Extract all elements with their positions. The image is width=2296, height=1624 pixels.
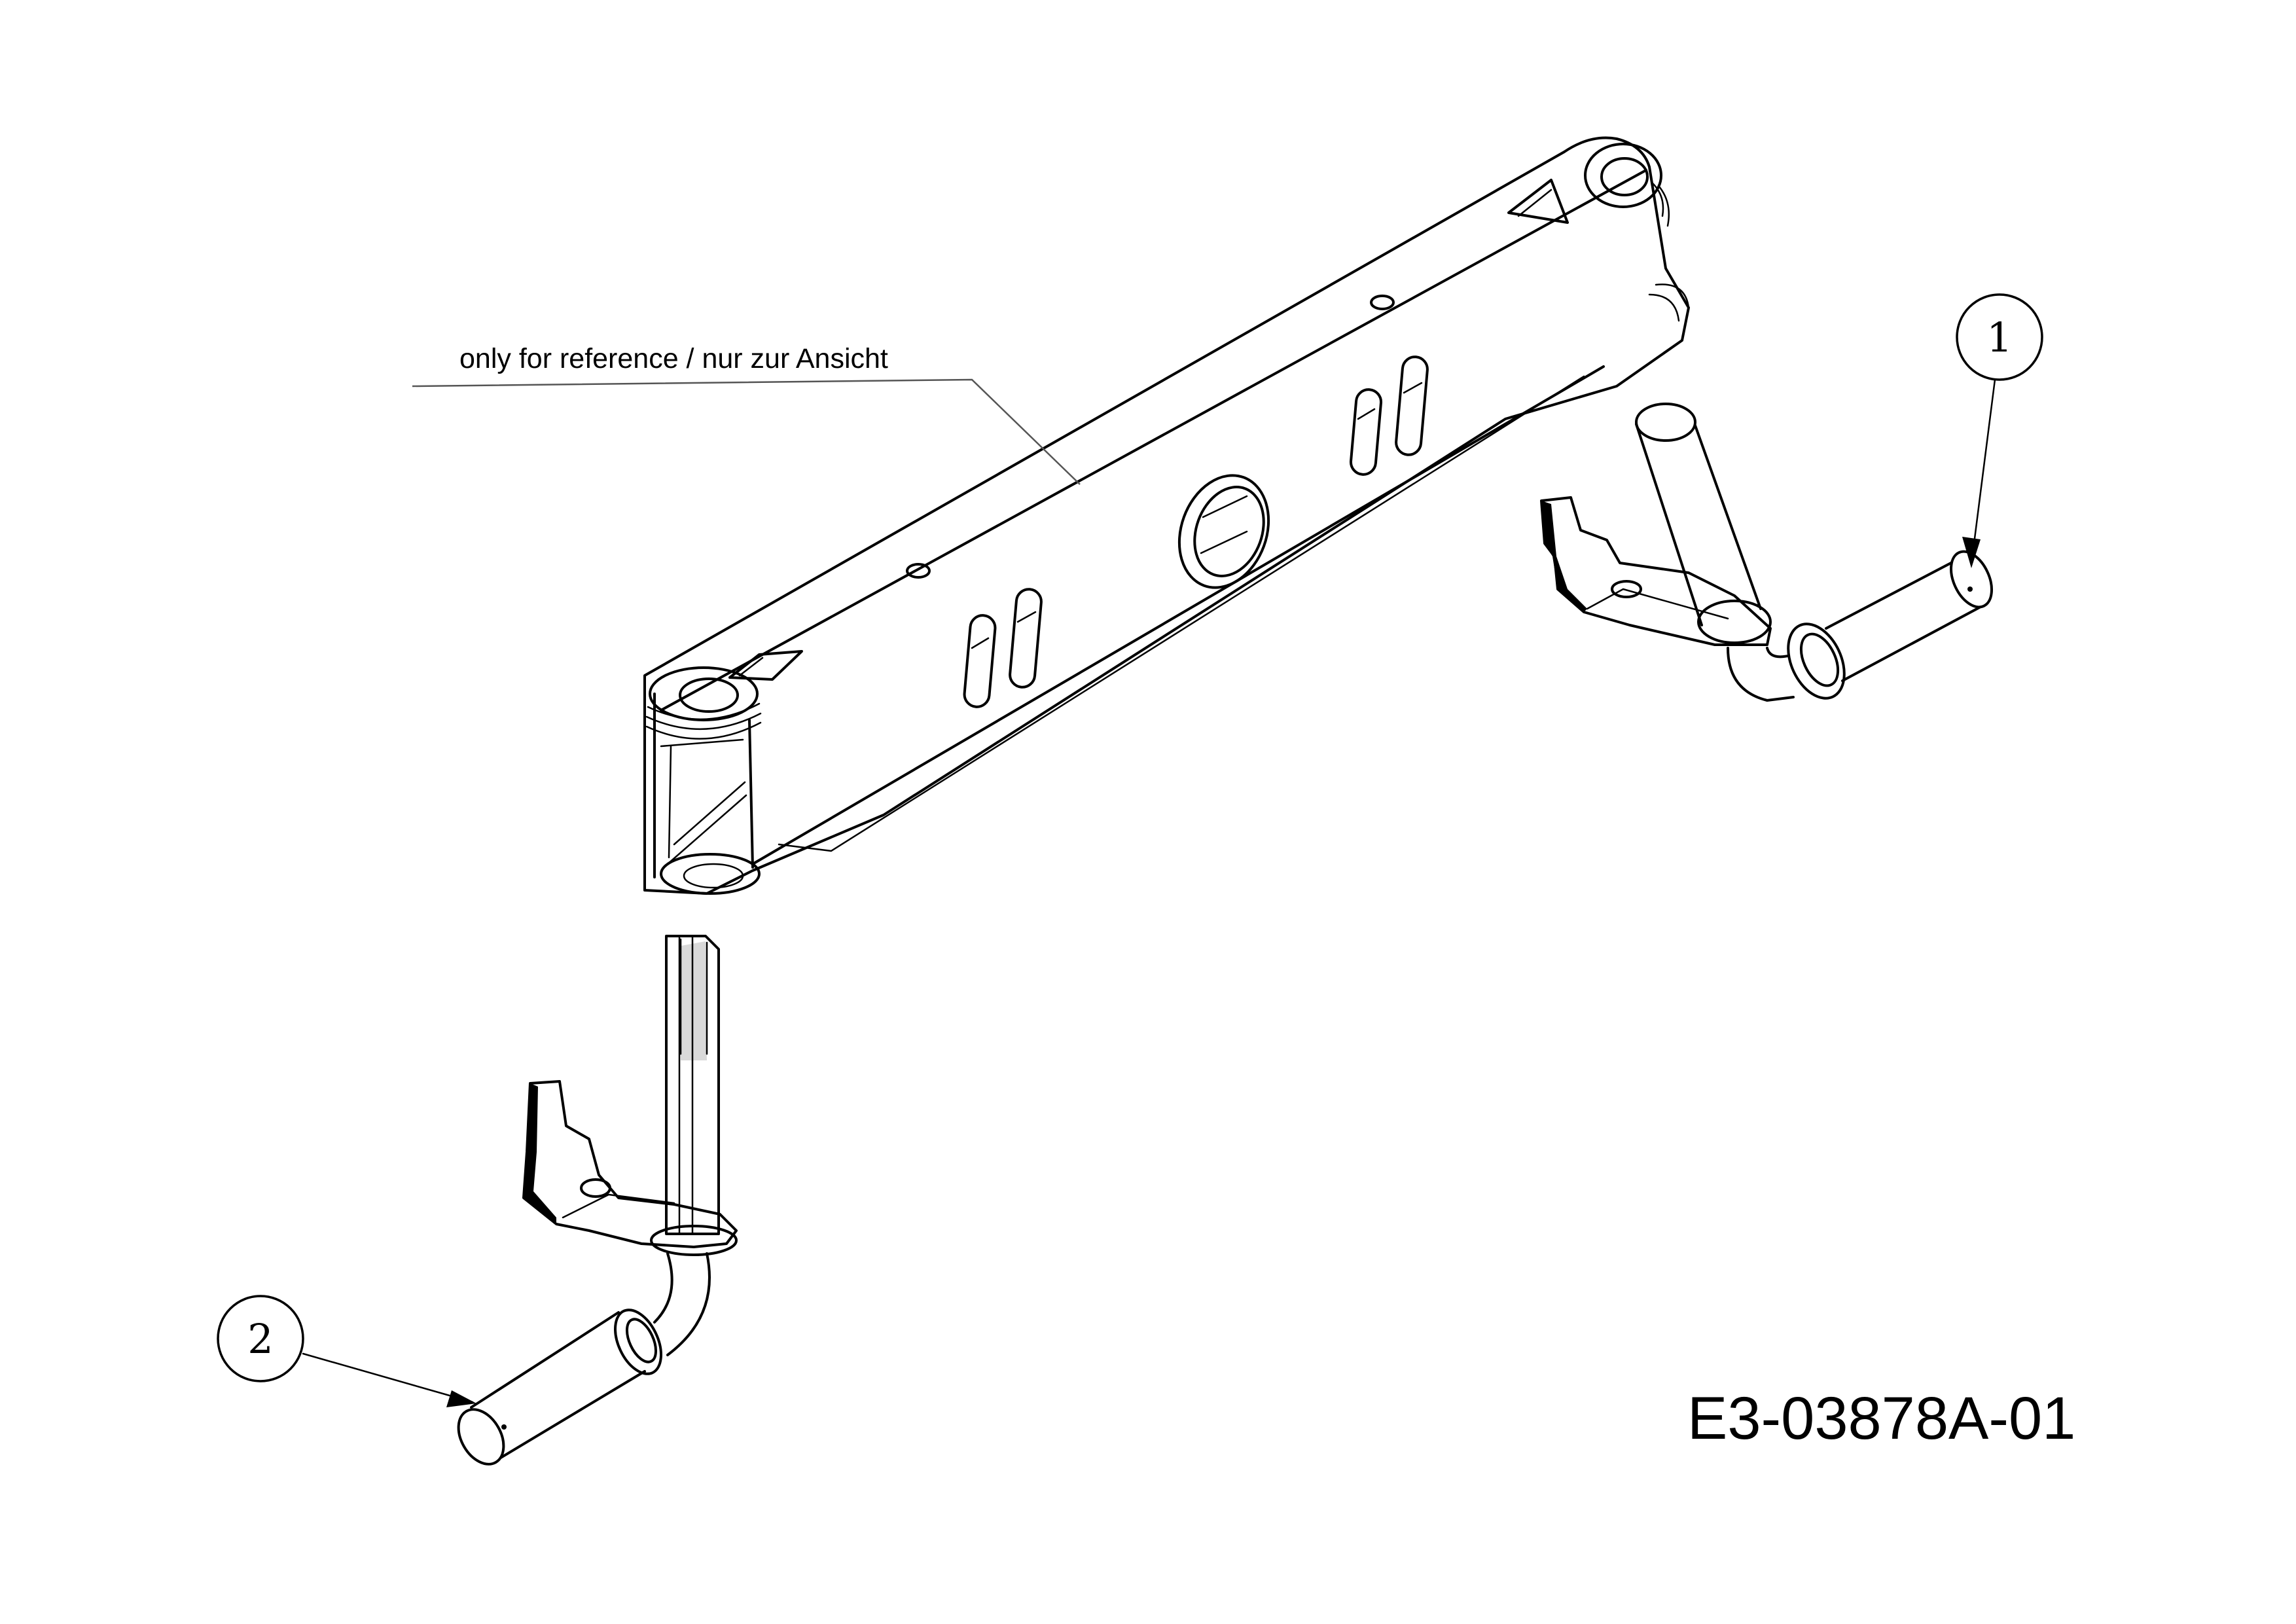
reference-note: only for reference / nur zur Ansicht	[412, 343, 1081, 485]
reference-note-text: only for reference / nur zur Ansicht	[459, 343, 888, 374]
spindle-part-1	[1540, 403, 1993, 702]
drawing-code: E3-03878A-01	[1687, 1385, 2075, 1452]
spindle-part-2	[457, 935, 738, 1466]
callout-2-leader	[302, 1352, 474, 1403]
callout-1-circle	[1956, 293, 2043, 381]
callout-2: 2	[217, 1295, 476, 1407]
front-axle-beam	[643, 136, 1690, 895]
callout-1: 1	[1956, 293, 2043, 568]
callout-2-arrowhead	[446, 1390, 476, 1407]
callout-2-label: 2	[247, 1315, 273, 1363]
callout-1-arrowhead	[1962, 537, 1981, 568]
reference-note-leader	[412, 378, 1081, 485]
callout-2-circle	[217, 1295, 304, 1382]
callout-1-leader	[1970, 378, 1996, 566]
callout-1-label: 1	[1986, 314, 2012, 361]
